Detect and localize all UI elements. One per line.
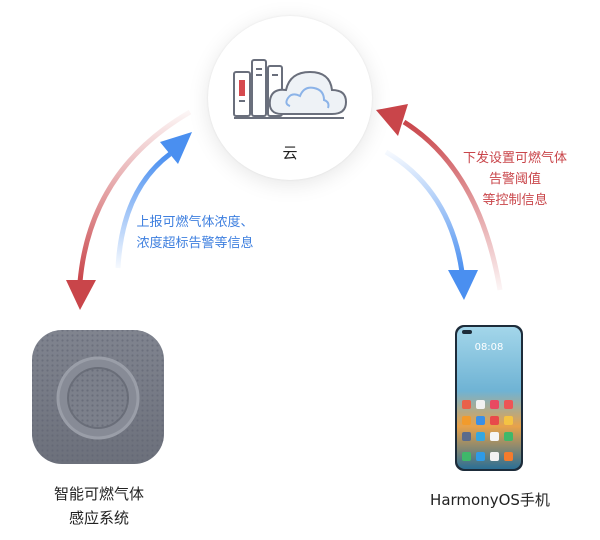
sensor-label-line2: 感应系统 bbox=[68, 509, 129, 527]
upload-annotation-line1: 上报可燃气体浓度、 bbox=[136, 215, 254, 230]
cloud-server-icon bbox=[233, 59, 348, 119]
arrow-head-blue-right bbox=[448, 270, 478, 300]
arrow-cloud-to-sensor bbox=[77, 109, 192, 283]
phone-clock: 08:08 bbox=[475, 342, 504, 353]
app-grid-icon bbox=[462, 400, 513, 461]
phone-label: HarmonyOS手机 bbox=[430, 491, 550, 509]
arrow-head-red-left bbox=[66, 280, 96, 310]
smartphone-icon: 08:08 bbox=[455, 325, 523, 471]
arrow-cloud-to-phone bbox=[384, 149, 465, 273]
download-annotation-line3: 等控制信息 bbox=[482, 193, 548, 208]
arrow-head-red-right bbox=[376, 104, 408, 136]
sensor-label-line1: 智能可燃气体 bbox=[53, 485, 144, 503]
download-annotation: 下发设置可燃气体 告警阈值 等控制信息 bbox=[440, 148, 590, 211]
upload-annotation: 上报可燃气体浓度、 浓度超标告警等信息 bbox=[120, 212, 270, 254]
sensor-label: 智能可燃气体 感应系统 bbox=[14, 482, 184, 530]
upload-annotation-line2: 浓度超标告警等信息 bbox=[136, 236, 254, 251]
arrow-sensor-to-cloud bbox=[115, 152, 172, 269]
arrow-phone-to-cloud bbox=[402, 119, 503, 291]
cloud-node: 云 bbox=[208, 16, 372, 180]
download-annotation-line1: 下发设置可燃气体 bbox=[462, 151, 567, 166]
arrow-head-blue-left bbox=[160, 132, 192, 164]
cloud-label: 云 bbox=[282, 144, 298, 162]
download-annotation-line2: 告警阈值 bbox=[488, 172, 541, 187]
gas-sensor-device-icon bbox=[32, 330, 164, 464]
